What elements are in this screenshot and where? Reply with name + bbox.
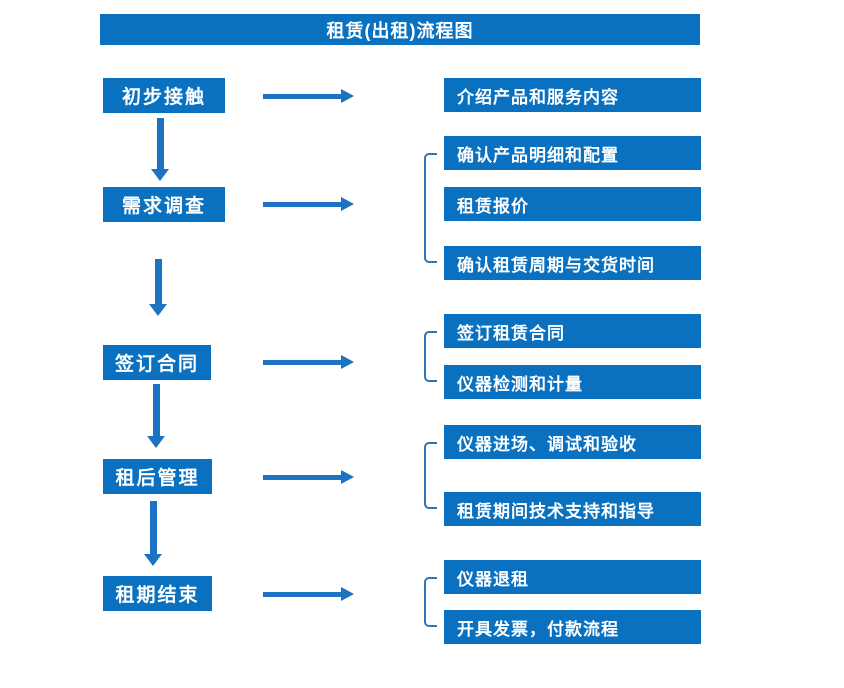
output-box-instrument-testing: 仪器检测和计量 bbox=[444, 365, 701, 399]
down-arrow-stem bbox=[155, 259, 162, 304]
step-box-sign-contract: 签订合同 bbox=[103, 345, 211, 380]
output-box-sign-rental-contract: 签订租赁合同 bbox=[444, 314, 701, 348]
step-box-initial-contact: 初步接触 bbox=[103, 78, 225, 113]
down-arrow-head bbox=[149, 304, 167, 316]
down-arrow-stem bbox=[153, 384, 160, 436]
output-box-invoice-payment: 开具发票，付款流程 bbox=[444, 610, 701, 644]
down-arrow-icon bbox=[144, 501, 162, 566]
output-box-technical-support: 租赁期间技术支持和指导 bbox=[444, 492, 701, 526]
group-bracket bbox=[424, 577, 437, 627]
group-bracket bbox=[424, 331, 437, 382]
down-arrow-stem bbox=[150, 501, 157, 554]
down-arrow-icon bbox=[151, 118, 169, 181]
right-arrow-icon bbox=[263, 587, 354, 601]
right-arrow-head bbox=[341, 355, 354, 369]
right-arrow-head bbox=[341, 197, 354, 211]
right-arrow-icon bbox=[263, 197, 354, 211]
step-box-rental-end: 租期结束 bbox=[103, 576, 212, 611]
down-arrow-head bbox=[144, 554, 162, 566]
right-arrow-stem bbox=[263, 592, 342, 597]
down-arrow-icon bbox=[149, 259, 167, 316]
step-box-needs-survey: 需求调查 bbox=[103, 187, 225, 222]
right-arrow-icon bbox=[263, 355, 354, 369]
right-arrow-head bbox=[341, 470, 354, 484]
right-arrow-head bbox=[341, 587, 354, 601]
output-box-introduce-products: 介绍产品和服务内容 bbox=[444, 78, 701, 112]
down-arrow-stem bbox=[157, 118, 164, 169]
right-arrow-stem bbox=[263, 475, 342, 480]
output-box-confirm-product-details: 确认产品明细和配置 bbox=[444, 136, 701, 170]
group-bracket bbox=[424, 442, 437, 509]
right-arrow-stem bbox=[263, 202, 342, 207]
down-arrow-head bbox=[151, 169, 169, 181]
step-box-post-rental-management: 租后管理 bbox=[103, 459, 212, 494]
output-box-confirm-rental-period: 确认租赁周期与交货时间 bbox=[444, 246, 701, 280]
right-arrow-head bbox=[341, 89, 354, 103]
right-arrow-icon bbox=[263, 89, 354, 103]
output-box-instrument-setup: 仪器进场、调试和验收 bbox=[444, 425, 701, 459]
down-arrow-icon bbox=[147, 384, 165, 448]
group-bracket bbox=[424, 153, 437, 263]
right-arrow-stem bbox=[263, 360, 342, 365]
right-arrow-icon bbox=[263, 470, 354, 484]
down-arrow-head bbox=[147, 436, 165, 448]
title-bar: 租赁(出租)流程图 bbox=[100, 14, 700, 45]
output-box-instrument-return: 仪器退租 bbox=[444, 560, 701, 594]
flowchart-title: 租赁(出租)流程图 bbox=[326, 20, 474, 41]
output-box-rental-quote: 租赁报价 bbox=[444, 187, 701, 221]
right-arrow-stem bbox=[263, 94, 342, 99]
